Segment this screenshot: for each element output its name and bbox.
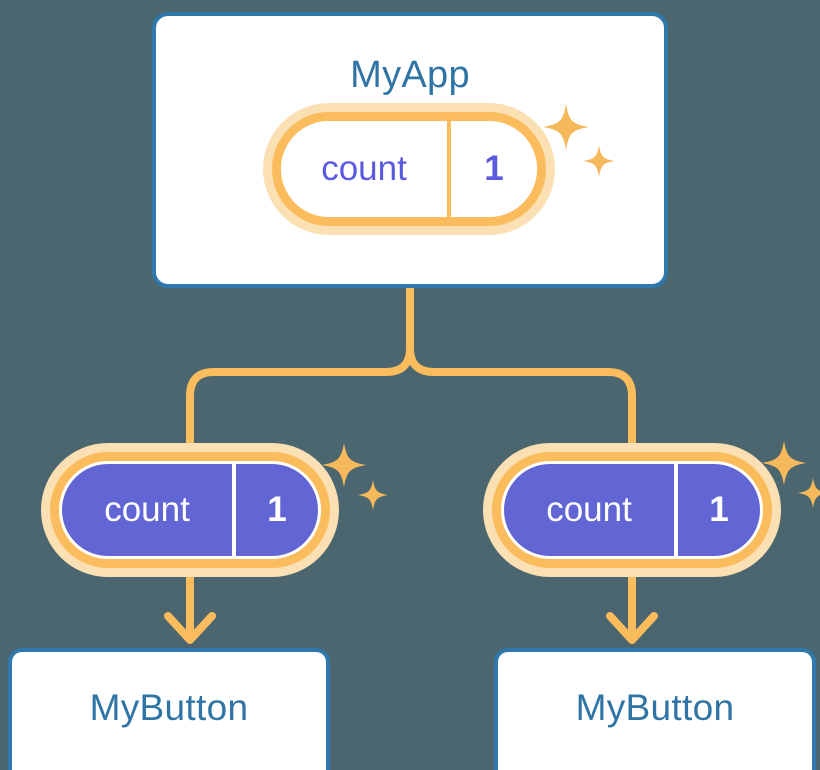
component-title: MyButton [575, 687, 735, 728]
state-pill-mybutton-left[interactable]: count 1 [50, 452, 330, 568]
connector-trunk-right [406, 284, 636, 456]
arrow-right-head [606, 612, 658, 644]
state-pill-body: count 1 [272, 112, 546, 226]
state-pill-inner: count 1 [59, 461, 321, 559]
component-card-mybutton-right[interactable]: MyButton [494, 648, 816, 770]
state-pill-myapp[interactable]: count 1 [272, 112, 546, 226]
state-value: 1 [447, 121, 537, 217]
state-key: count [504, 464, 674, 556]
state-value: 1 [232, 464, 318, 556]
connector-trunk-left [186, 284, 414, 456]
state-pill-inner: count 1 [281, 121, 537, 217]
component-title: MyApp [350, 54, 470, 96]
arrow-left-head [164, 612, 216, 644]
state-key: count [321, 149, 407, 188]
state-pill-inner: count 1 [501, 461, 763, 559]
state-pill-body: count 1 [50, 452, 330, 568]
state-key: count [62, 464, 232, 556]
component-card-mybutton-left[interactable]: MyButton [8, 648, 330, 770]
state-value: 1 [674, 464, 760, 556]
state-pill-body: count 1 [492, 452, 772, 568]
component-title: MyButton [89, 687, 249, 728]
component-card-myapp[interactable]: MyApp [152, 12, 668, 288]
state-pill-mybutton-right[interactable]: count 1 [492, 452, 772, 568]
